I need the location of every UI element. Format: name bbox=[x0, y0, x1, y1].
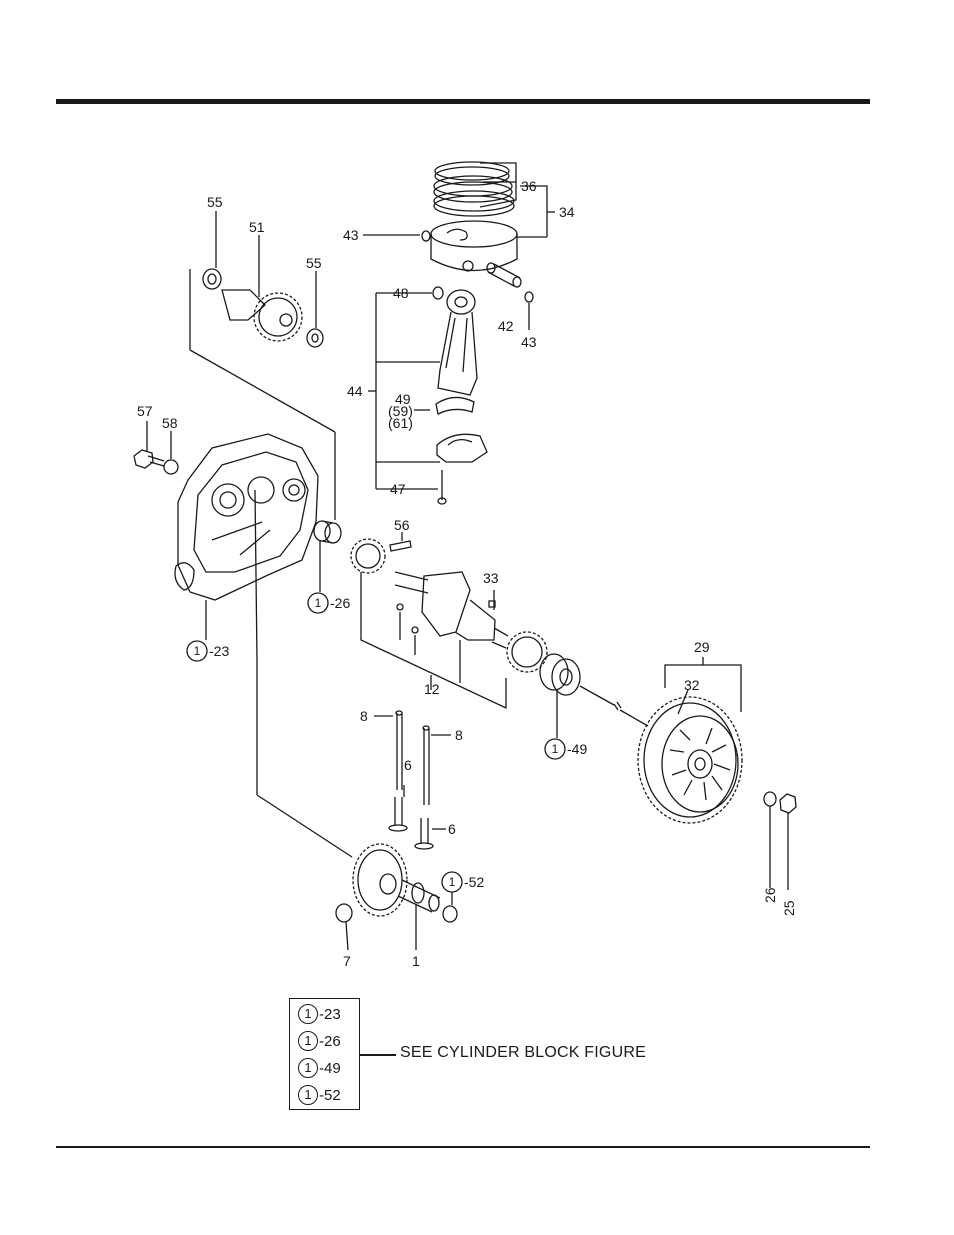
callout-8-right: 8 bbox=[455, 727, 463, 743]
ref-callout-49: -49 bbox=[567, 741, 587, 757]
legend-circle: 1 bbox=[298, 1085, 318, 1105]
legend-row: 1 -26 bbox=[298, 1030, 341, 1052]
callout-26: 26 bbox=[762, 887, 778, 903]
callout-51: 51 bbox=[249, 219, 265, 235]
callout-48: 48 bbox=[393, 285, 409, 301]
callout-6-left: 6 bbox=[404, 757, 412, 773]
flywheel-washer bbox=[764, 792, 776, 806]
legend-ref: -52 bbox=[319, 1087, 341, 1104]
crankshaft-key bbox=[390, 541, 411, 551]
ref-callout-23: -23 bbox=[209, 643, 229, 659]
legend-row: 1 -52 bbox=[298, 1084, 341, 1106]
crankshaft bbox=[351, 539, 547, 708]
callout-29: 29 bbox=[694, 639, 710, 655]
callout-42: 42 bbox=[498, 318, 514, 334]
callout-43-clip: 43 bbox=[343, 227, 359, 243]
main-bearing bbox=[314, 521, 341, 592]
see-cylinder-block-note: SEE CYLINDER BLOCK FIGURE bbox=[400, 1044, 646, 1062]
connecting-rod bbox=[368, 287, 487, 504]
piston-clip-right bbox=[525, 292, 533, 302]
legend-circle: 1 bbox=[298, 1004, 318, 1024]
callout-47: 47 bbox=[390, 481, 406, 497]
callout-43-clip-2: 43 bbox=[521, 334, 537, 350]
crank-bearing bbox=[540, 654, 648, 738]
push-rods bbox=[374, 711, 451, 805]
flywheel-nut bbox=[780, 794, 796, 813]
callout-6-right: 6 bbox=[448, 821, 456, 837]
legend-circle: 1 bbox=[298, 1031, 318, 1051]
legend-ref: -49 bbox=[319, 1060, 341, 1077]
ref-circle-52-digit: 1 bbox=[449, 875, 456, 889]
callout-61: (61) bbox=[388, 415, 413, 431]
valve-tappets bbox=[389, 785, 446, 849]
callout-55-left: 55 bbox=[207, 194, 223, 210]
legend-row: 1 -49 bbox=[298, 1057, 341, 1079]
piston bbox=[431, 186, 555, 271]
legend-ref: -23 bbox=[319, 1006, 341, 1023]
callout-12: 12 bbox=[424, 681, 440, 697]
callout-1: 1 bbox=[412, 953, 420, 969]
callout-36: 36 bbox=[521, 178, 537, 194]
bottom-rule bbox=[56, 1146, 870, 1148]
cover-bolt bbox=[134, 421, 164, 468]
callout-55-right: 55 bbox=[306, 255, 322, 271]
legend-leader bbox=[360, 1054, 396, 1056]
callout-8-left: 8 bbox=[360, 708, 368, 724]
legend-circle: 1 bbox=[298, 1058, 318, 1078]
legend-row: 1 -23 bbox=[298, 1003, 341, 1025]
reference-legend: 1 -23 1 -26 1 -49 1 -52 bbox=[289, 998, 360, 1110]
callout-57: 57 bbox=[137, 403, 153, 419]
callout-44: 44 bbox=[347, 383, 363, 399]
legend-ref: -26 bbox=[319, 1033, 341, 1050]
callout-32: 32 bbox=[684, 677, 700, 693]
ref-callout-52: -52 bbox=[464, 874, 484, 890]
ref-circle-49-digit: 1 bbox=[552, 742, 559, 756]
callout-58: 58 bbox=[162, 415, 178, 431]
callout-56: 56 bbox=[394, 517, 410, 533]
ref-circle-26-digit: 1 bbox=[315, 596, 322, 610]
callout-34: 34 bbox=[559, 204, 575, 220]
ref-callout-26: -26 bbox=[330, 595, 350, 611]
piston-rings bbox=[434, 162, 516, 216]
cover-washer bbox=[164, 460, 178, 474]
callout-33: 33 bbox=[483, 570, 499, 586]
piston-pin bbox=[487, 263, 521, 287]
ref-circle-23-digit: 1 bbox=[194, 644, 201, 658]
callout-25: 25 bbox=[781, 900, 797, 916]
piston-clip-left bbox=[422, 231, 430, 241]
callout-7: 7 bbox=[343, 953, 351, 969]
